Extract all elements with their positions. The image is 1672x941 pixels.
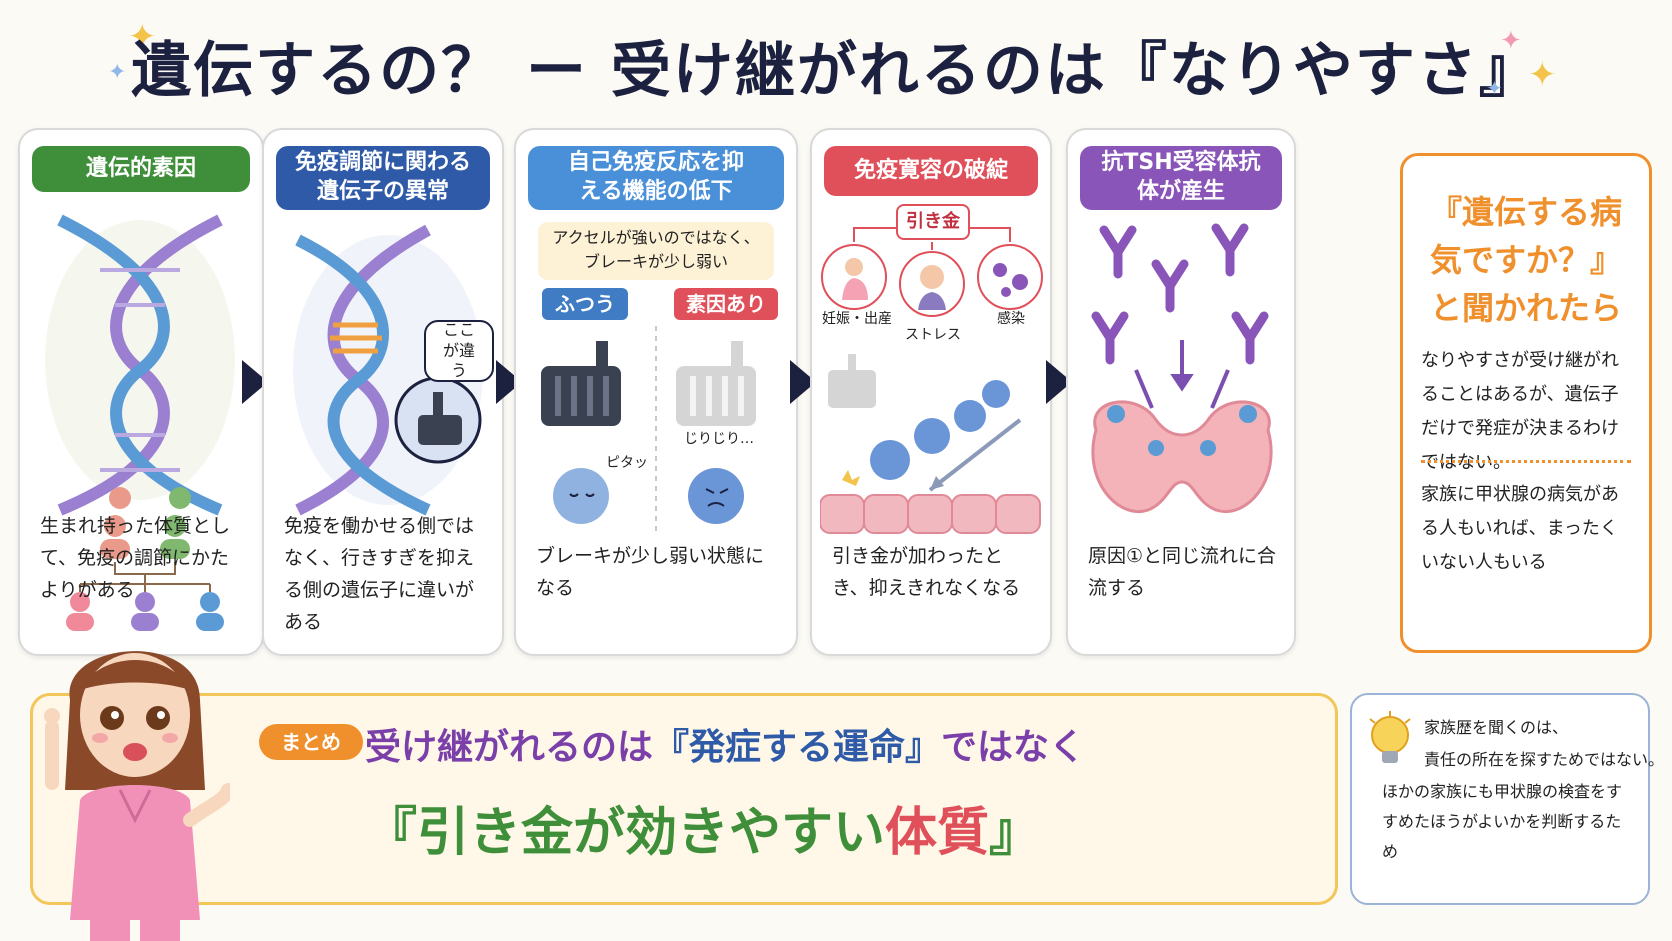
- trigger-item: ストレス: [905, 327, 961, 343]
- antibody-icon: [1091, 223, 1269, 365]
- summary-line-1: 受け継がれるのは『発症する運命』ではなく: [365, 718, 1085, 770]
- panel-header: 抗TSH受容体抗体が産生: [1080, 146, 1282, 210]
- tissue-cells: [820, 494, 1041, 534]
- brake-comparison-illustration: [541, 326, 756, 531]
- brake-pedal-icon: [676, 341, 756, 426]
- info-text: 責任の所在を探すためではない。: [1424, 750, 1665, 769]
- panel-description: 引き金が加わったとき、抑えきれなくなる: [832, 545, 1021, 599]
- summary-text: 受け継がれるのは: [365, 727, 654, 768]
- sound-stick-label: ピタッ: [606, 455, 648, 471]
- thyroid-icon: [1091, 400, 1273, 513]
- attacking-cells-illustration: [820, 354, 1041, 534]
- panel-antibody-production: 抗TSH受容体抗体が産生 原因①と同じ流れに合流する: [1066, 128, 1296, 656]
- faq-text: なりやすさが受け継がれることはあるが、遺伝子だけで発症が決まるわけではない。: [1421, 350, 1619, 473]
- panel-description: ブレーキが少し弱い状態になる: [536, 545, 765, 599]
- callout-bubble: ここが違う: [424, 320, 494, 382]
- summary-text: 』: [989, 803, 1042, 863]
- nurse-character: [44, 651, 230, 941]
- virus-icon: [977, 244, 1043, 310]
- faq-side-box: 『遺伝する病気ですか？』と聞かれたら なりやすさが受け継がれることはあるが、遺伝…: [1400, 153, 1652, 653]
- summary-text: ではなく: [941, 727, 1086, 768]
- page-title: 遺伝するの？ ー 受け継がれるのは『なりやすさ』: [131, 36, 1541, 106]
- divider: [1421, 460, 1631, 463]
- info-text: 家族歴を聞くのは、: [1424, 718, 1569, 737]
- receptor-icon: [1107, 405, 1257, 456]
- dna-illustration: [45, 214, 235, 516]
- trigger-label: 引き金: [896, 204, 970, 240]
- panel-header: 遺伝的素因: [32, 146, 250, 192]
- trigger-icons: [821, 227, 1043, 317]
- summary-box: まとめ 受け継がれるのは『発症する運命』ではなく 『引き金が効きやすい体質』: [30, 693, 1338, 905]
- panel-tolerance-breakdown: 免疫寛容の破綻 引き金 妊娠・出産 ストレス 感染 引き金が加わったとき、抑えき…: [810, 128, 1052, 656]
- lightbulb-icon: [1369, 711, 1411, 763]
- pregnancy-icon: [821, 244, 887, 310]
- sound-slip-label: じりじり…: [684, 431, 754, 447]
- panel-header: 免疫調節に関わる遺伝子の異常: [276, 146, 490, 210]
- immune-cell-icon: [870, 380, 1010, 480]
- summary-badge: まとめ: [259, 724, 363, 760]
- sparkle-icon: ✦: [108, 60, 127, 85]
- panel-header: 免疫寛容の破綻: [824, 146, 1038, 196]
- family-tree-icon: [66, 515, 224, 631]
- info-box: 家族歴を聞くのは、 責任の所在を探すためではない。 ほかの家族にも甲状腺の検査を…: [1350, 693, 1664, 905]
- faq-heading: 『遺伝する病気ですか？』と聞かれたら: [1429, 193, 1622, 327]
- panel-description: 原因①と同じ流れに合流する: [1088, 545, 1277, 599]
- panel-suppression-decline: 自己免疫反応を抑える機能の低下 アクセルが強いのではなく、ブレーキが少し弱い ふ…: [514, 128, 798, 656]
- antibody-thyroid-illustration: [1091, 223, 1273, 513]
- faq-text: 家族に甲状腺の病気がある人もいれば、まったくいない人もいる: [1421, 484, 1619, 573]
- immune-cell-icon: [688, 468, 744, 524]
- summary-emphasis: 体質: [885, 803, 990, 863]
- immune-cell-icon: [553, 468, 609, 524]
- brake-pedal-icon: [418, 392, 462, 445]
- trigger-item: 妊娠・出産: [822, 311, 892, 327]
- panel-genetic-factor: 遺伝的素因 生まれ持った体質として、免疫の調節にかたよりがある: [18, 128, 264, 656]
- family-tree-icon: [109, 487, 191, 509]
- brake-pedal-icon: [541, 341, 621, 426]
- panel-description: 生まれ持った体質として、免疫の調節にかたよりがある: [40, 515, 231, 601]
- panel-gene-abnormality: 免疫調節に関わる遺伝子の異常 ここが違う 免疫を働かせる側ではなく、行きすぎを抑…: [262, 128, 504, 656]
- sparkle-icon: ✦: [150, 70, 169, 95]
- dna-illustration: [293, 224, 483, 516]
- stress-icon: [899, 251, 965, 317]
- summary-line-2: 『引き金が効きやすい体質』: [365, 790, 1041, 865]
- tag-factor: 素因あり: [674, 288, 778, 320]
- callout-text: ここが違う: [442, 319, 475, 381]
- panel-header: 自己免疫反応を抑える機能の低下: [528, 146, 784, 210]
- sparkle-icon: ✦: [128, 17, 157, 57]
- sparkle-icon: ✦: [1528, 55, 1557, 95]
- panel-description: 免疫を働かせる側ではなく、行きすぎを抑える側の遺伝子に違いがある: [284, 515, 475, 633]
- sparkle-icon: ✦: [1500, 26, 1522, 56]
- trigger-item: 感染: [997, 311, 1025, 327]
- summary-text: 『引き金が効きやすい: [365, 803, 886, 863]
- summary-emphasis: 『発症する運命』: [653, 727, 942, 768]
- note-box: アクセルが強いのではなく、ブレーキが少し弱い: [538, 222, 774, 280]
- sparkle-icon: ✦: [1486, 76, 1503, 100]
- info-text: ほかの家族にも甲状腺の検査をすすめたほうがよいかを判断するため: [1382, 782, 1623, 861]
- tag-normal: ふつう: [542, 288, 628, 320]
